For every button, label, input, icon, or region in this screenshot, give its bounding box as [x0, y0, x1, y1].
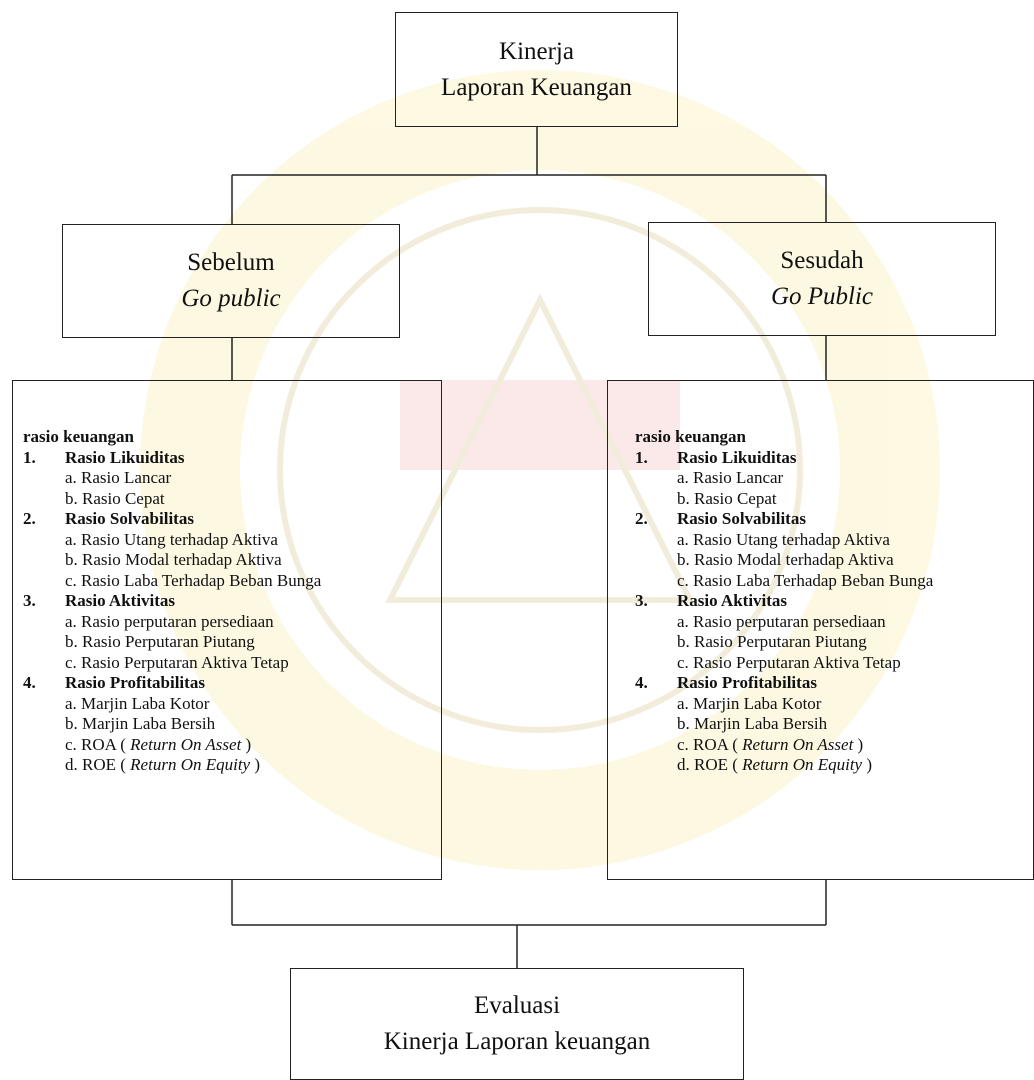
ratio-group-number: 3.	[635, 591, 648, 610]
ratio-item: c. ROA ( Return On Asset )	[65, 734, 252, 754]
ratio-item: b. Rasio Perputaran Piutang	[677, 632, 867, 651]
after-go-public-box: Sesudah Go Public	[648, 222, 996, 336]
ratio-group-number: 3.	[23, 591, 36, 610]
performance-report-box: Kinerja Laporan Keuangan	[395, 12, 678, 127]
ratio-item: b. Rasio Modal terhadap Aktiva	[65, 550, 282, 569]
ratio-item: c. Rasio Perputaran Aktiva Tetap	[65, 652, 289, 672]
ratio-item: b. Rasio Modal terhadap Aktiva	[677, 550, 894, 569]
after-title: Sesudah	[780, 247, 864, 274]
ratio-item: b. Marjin Laba Bersih	[677, 714, 828, 733]
ratio-group-number: 1.	[635, 447, 648, 467]
ratio-group-title: 1. Rasio Likuiditas	[23, 448, 441, 469]
before-subtitle: Go public	[181, 285, 281, 312]
ratio-item: d. ROE ( Return On Equity )	[677, 755, 873, 774]
ratio-item: a. Rasio Lancar	[65, 468, 172, 487]
ratio-group-title: 3. Rasio Aktivitas	[635, 591, 1033, 612]
ratio-item: a. Rasio perputaran persediaan	[65, 611, 274, 631]
ratio-item: c. ROA ( Return On Asset )	[677, 734, 864, 754]
ratio-heading: rasio keuangan	[23, 427, 134, 446]
ratio-item: c. Rasio Laba Terhadap Beban Bunga	[677, 570, 934, 590]
ratio-item: a. Rasio Utang terhadap Aktiva	[677, 529, 890, 549]
ratio-item: c. Rasio Perputaran Aktiva Tetap	[677, 652, 901, 672]
ratio-item: a. Rasio perputaran persediaan	[677, 611, 886, 631]
before-go-public-box: Sebelum Go public	[62, 224, 400, 338]
ratio-heading: rasio keuangan	[635, 427, 746, 446]
ratio-item: a. Rasio Utang terhadap Aktiva	[65, 529, 278, 549]
ratio-group-label: Rasio Aktivitas	[677, 591, 788, 610]
ratio-group-label: Rasio Likuiditas	[65, 447, 185, 467]
bottom-box-line1: Evaluasi	[473, 992, 561, 1019]
evaluation-box: Evaluasi Kinerja Laporan keuangan	[290, 968, 744, 1080]
ratio-item: a. Marjin Laba Kotor	[677, 693, 822, 713]
ratio-item: c. Rasio Laba Terhadap Beban Bunga	[65, 570, 322, 590]
ratio-group-title: 4. Rasio Profitabilitas	[635, 673, 1033, 694]
ratio-item: b. Rasio Perputaran Piutang	[65, 632, 255, 651]
ratio-item: b. Rasio Cepat	[677, 488, 777, 508]
ratio-group-label: Rasio Solvabilitas	[677, 509, 806, 528]
before-title: Sebelum	[187, 249, 275, 276]
ratio-item: a. Rasio Lancar	[677, 468, 784, 487]
top-box-line1: Kinerja	[499, 37, 574, 65]
top-box-line2: Laporan Keuangan	[441, 73, 632, 101]
bottom-box-line2: Kinerja Laporan keuangan	[383, 1028, 651, 1055]
ratio-group-title: 4. Rasio Profitabilitas	[23, 673, 441, 694]
ratio-group-label: Rasio Aktivitas	[65, 591, 176, 610]
ratio-group-number: 4.	[635, 673, 648, 692]
ratio-item: b. Marjin Laba Bersih	[65, 714, 216, 733]
ratio-group-number: 2.	[635, 509, 648, 528]
ratio-item: b. Rasio Cepat	[65, 488, 165, 508]
ratio-item: a. Marjin Laba Kotor	[65, 693, 210, 713]
ratio-group-title: 1. Rasio Likuiditas	[635, 448, 1033, 469]
ratio-group-title: 2. Rasio Solvabilitas	[635, 509, 1033, 530]
ratio-group-label: Rasio Solvabilitas	[65, 509, 194, 528]
after-subtitle: Go Public	[770, 283, 874, 310]
ratio-item: d. ROE ( Return On Equity )	[65, 755, 261, 774]
ratio-group-label: Rasio Profitabilitas	[65, 673, 205, 692]
ratio-group-title: 2. Rasio Solvabilitas	[23, 509, 441, 530]
ratio-group-label: Rasio Likuiditas	[677, 447, 797, 467]
ratio-group-number: 2.	[23, 509, 36, 528]
ratio-group-number: 4.	[23, 673, 36, 692]
ratio-group-label: Rasio Profitabilitas	[677, 673, 817, 692]
ratio-group-title: 3. Rasio Aktivitas	[23, 591, 441, 612]
ratio-group-number: 1.	[23, 447, 36, 467]
